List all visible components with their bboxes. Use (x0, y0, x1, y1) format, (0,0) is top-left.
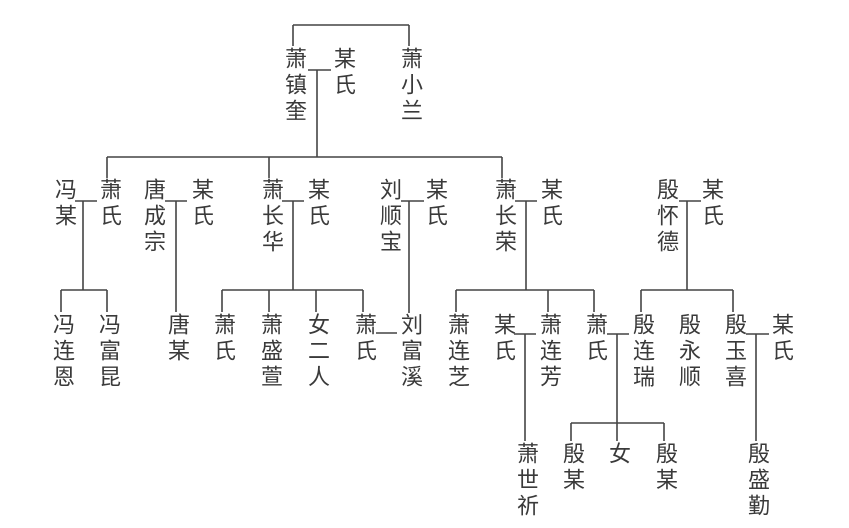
person-feng-fukun: 冯富昆 (95, 313, 120, 391)
person-wife: 某氏 (422, 178, 447, 230)
person-liu-shunbao: 刘顺宝 (376, 178, 401, 256)
person-xiao-changhua: 萧长华 (258, 178, 283, 256)
person-liu-fuxi: 刘富溪 (397, 313, 422, 391)
person-wife: 某氏 (768, 313, 793, 365)
person-xiao-shi: 萧氏 (96, 178, 121, 230)
person-yin-shengqin: 殷盛勤 (744, 442, 769, 520)
person-xiao-shengxuan: 萧盛萱 (257, 313, 282, 391)
person-wife: 某氏 (330, 47, 355, 99)
person-xiao-shi: 萧氏 (582, 313, 607, 365)
person-xiao-shi: 萧氏 (351, 313, 376, 365)
person-yin-huaide: 殷怀德 (653, 178, 678, 256)
person-xiao-lianfang: 萧连芳 (536, 313, 561, 391)
person-yin-yuxi: 殷玉喜 (721, 313, 746, 391)
person-yin-lianrui: 殷连瑞 (629, 313, 654, 391)
person-xiao-zhenkui: 萧镇奎 (281, 47, 306, 125)
person-tang-chengzong: 唐成宗 (140, 178, 165, 256)
person-wife: 某氏 (537, 178, 562, 230)
person-xiao-changrong: 萧长荣 (491, 178, 516, 256)
person-yin-yongshun: 殷永顺 (675, 313, 700, 391)
person-wife: 某氏 (304, 178, 329, 230)
person-wife: 某氏 (698, 178, 723, 230)
person-tang-mou: 唐某 (164, 313, 189, 365)
person-xiao-lianzhi: 萧连芝 (444, 313, 469, 391)
person-yin-mou: 殷某 (652, 442, 677, 494)
person-nv: 女 (605, 442, 630, 468)
person-wife: 某氏 (188, 178, 213, 230)
person-feng-lianen: 冯连恩 (49, 313, 74, 391)
person-xiao-xiaolan: 萧小兰 (397, 47, 422, 125)
person-xiao-shiqi: 萧世祈 (513, 442, 538, 520)
person-feng-mou: 冯某 (51, 178, 76, 230)
person-nv-erren: 女二人 (304, 313, 329, 391)
person-wife: 某氏 (490, 313, 515, 365)
person-yin-mou: 殷某 (559, 442, 584, 494)
person-xiao-shi: 萧氏 (210, 313, 235, 365)
